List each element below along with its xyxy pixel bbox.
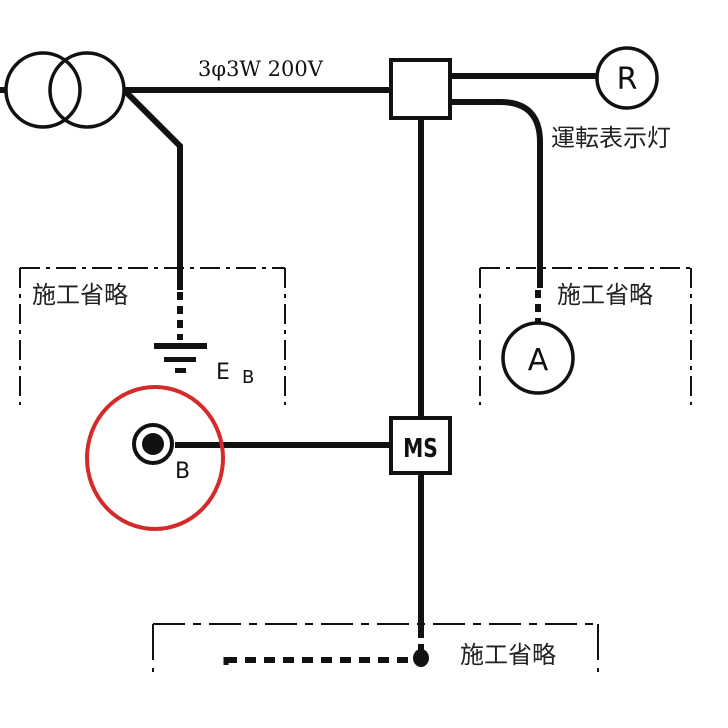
outlet-icon-center [142, 433, 164, 455]
ammeter: A [501, 321, 575, 395]
omitted-area-bottom [152, 623, 599, 672]
ammeter-symbol: A [528, 343, 549, 378]
supply-label: 3φ3W 200V [198, 57, 324, 81]
highlight-circle [85, 385, 225, 531]
omitted-area-right [479, 267, 692, 405]
ground-label: E [216, 360, 230, 385]
magnetic-switch-symbol: MS [403, 434, 438, 464]
ground-conductor [123, 89, 183, 290]
omitted-area-left-label: 施工省略 [32, 281, 128, 309]
magnetic-switch: MS [389, 416, 452, 475]
transformer-icon [0, 51, 126, 129]
junction-box [389, 58, 452, 120]
indicator-lamp-symbol: R [617, 62, 638, 97]
omitted-area-left [19, 267, 286, 405]
indicator-lamp: R [595, 46, 659, 110]
outlet-b: B [132, 423, 190, 484]
ammeter-icon [501, 321, 575, 395]
ammeter-line [450, 99, 543, 288]
omitted-area-bottom-label: 施工省略 [460, 641, 556, 669]
connection-point-icon [413, 649, 429, 667]
outlet-label: B [175, 459, 190, 484]
omitted-area-right-label: 施工省略 [557, 281, 653, 309]
indicator-lamp-icon [595, 46, 659, 110]
ground-label-sub: B [242, 367, 254, 388]
ground-label-main: E [216, 360, 230, 385]
ground-icon [154, 343, 207, 373]
indicator-lamp-label: 運転表示灯 [551, 124, 671, 152]
